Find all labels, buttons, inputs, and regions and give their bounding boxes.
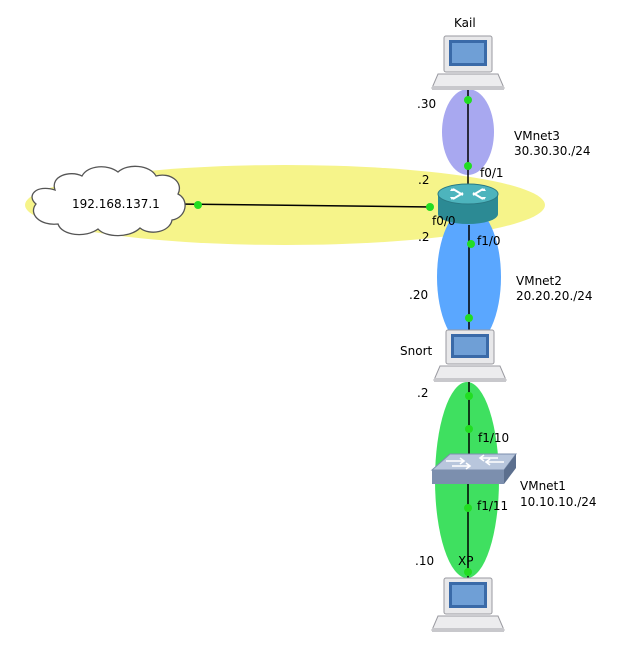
link-dot (464, 504, 472, 512)
link-dot (464, 96, 472, 104)
xp-ip-label: .10 (415, 554, 435, 568)
link-dot (426, 203, 434, 211)
router-icon[interactable] (437, 183, 499, 224)
router-f10-label: f1/0 (477, 234, 501, 248)
link-dot (464, 568, 472, 576)
link-dot (467, 240, 475, 248)
vmnet2-subnet-label: 20.20.20./24 (516, 289, 593, 303)
switch-f111-label: f1/11 (477, 499, 509, 513)
router-f00-label: f0/0 (432, 214, 456, 228)
kali-name-label: Kail (454, 16, 476, 30)
xp-computer-icon[interactable] (431, 577, 505, 632)
xp-name-label: XP (458, 554, 474, 568)
link-cloud-router (175, 203, 433, 208)
router-f01-label: f0/1 (480, 166, 504, 180)
link-dot (465, 425, 473, 433)
kali-computer-icon[interactable] (431, 35, 505, 90)
cloud-icon[interactable] (31, 165, 186, 237)
vmnet3-subnet-label: 30.30.30./24 (514, 144, 591, 158)
cloud-ip-label: 192.168.137.1 (72, 197, 160, 211)
link-dot (194, 201, 202, 209)
vmnet1-subnet-label: 10.10.10./24 (520, 495, 597, 509)
link-dot (465, 392, 473, 400)
snort-ip-top-label: .20 (409, 288, 429, 302)
vmnet2-name-label: VMnet2 (516, 274, 562, 288)
router-ip-top-label: .2 (418, 173, 430, 187)
snort-ip-bottom-label: .2 (417, 386, 429, 400)
router-ip-bottom-label: .2 (418, 230, 430, 244)
snort-name-label: Snort (400, 344, 433, 358)
link-dots (194, 96, 475, 576)
kali-ip-label: .30 (417, 97, 437, 111)
switch-icon[interactable] (430, 453, 517, 484)
vmnet1-name-label: VMnet1 (520, 479, 566, 493)
snort-computer-icon[interactable] (433, 329, 507, 382)
link-dot (465, 314, 473, 322)
switch-f110-label: f1/10 (478, 431, 510, 445)
vmnet3-name-label: VMnet3 (514, 129, 560, 143)
link-dot (464, 162, 472, 170)
